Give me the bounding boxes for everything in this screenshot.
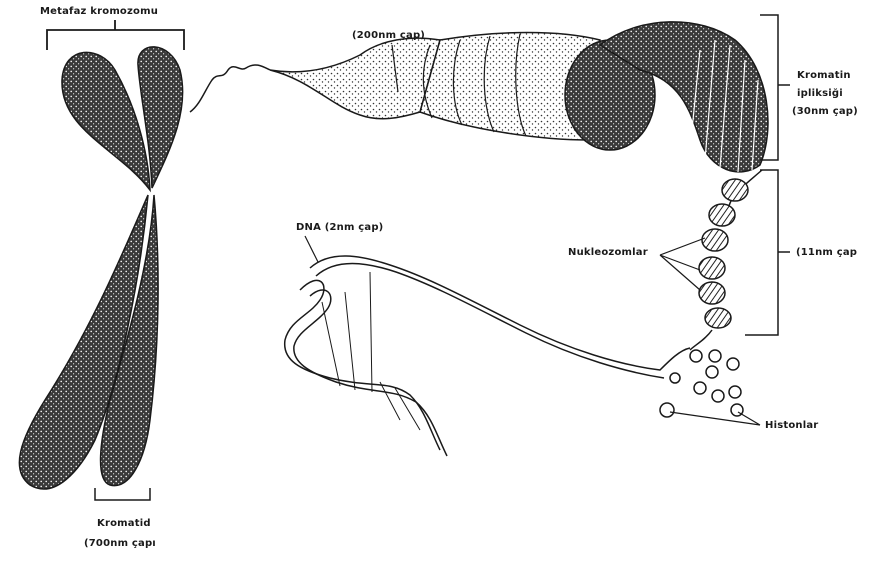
dna-double-helix <box>285 256 690 456</box>
chromosome-bracket <box>47 20 184 50</box>
label-chromatid-size: (700nm çapı <box>84 538 156 549</box>
histone <box>694 382 706 394</box>
histone <box>660 403 674 417</box>
label-dna: DNA (2nm çap) <box>296 222 383 233</box>
label-histones: Histonlar <box>765 420 818 431</box>
fiber-11nm-bracket <box>745 170 790 335</box>
nucleosome-fiber <box>690 170 762 350</box>
label-nucleosomes: Nukleozomlar <box>568 247 648 258</box>
histone <box>709 350 721 362</box>
label-metaphase-chromosome: Metafaz kromozomu <box>40 6 158 17</box>
dna-pointer <box>305 236 318 262</box>
nucleosome <box>699 282 725 304</box>
label-fiber-200: (200nm çap) <box>352 30 425 41</box>
histone <box>729 386 741 398</box>
nucleosome <box>709 204 735 226</box>
chromatid-left-upper <box>62 52 150 190</box>
label-fiber-11: (11nm çap <box>796 247 857 258</box>
nucleosome-pointers <box>660 238 705 290</box>
nucleosome <box>722 179 748 201</box>
histone <box>706 366 718 378</box>
histones <box>660 350 743 417</box>
chromatin-coil <box>565 22 768 172</box>
histone <box>690 350 702 362</box>
label-chromatin-fiber: ipliksiği <box>797 88 843 99</box>
fiber-200nm <box>270 33 600 141</box>
histone <box>712 390 724 402</box>
label-chromatin: Kromatin <box>797 70 851 81</box>
chromatid-bracket <box>95 488 150 500</box>
nucleosome <box>705 308 731 328</box>
label-chromatid: Kromatid <box>97 518 151 529</box>
nucleosome <box>699 257 725 279</box>
connecting-thread <box>190 65 270 112</box>
histone-pointers <box>670 412 760 425</box>
nucleosome <box>702 229 728 251</box>
histone <box>670 373 680 383</box>
label-chromatin-size: (30nm çap) <box>792 106 858 117</box>
histone <box>727 358 739 370</box>
metaphase-chromosome <box>19 47 182 489</box>
